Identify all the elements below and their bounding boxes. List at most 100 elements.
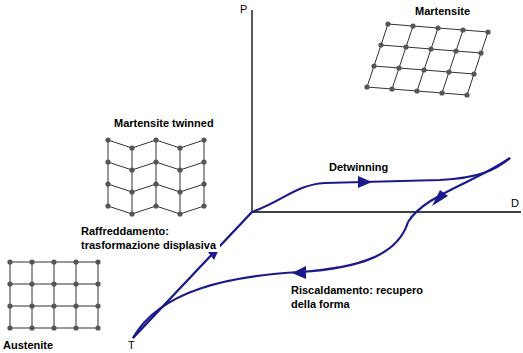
austenite-bond — [32, 284, 54, 285]
martensite-bond — [424, 49, 431, 70]
austenite-atom — [51, 325, 56, 330]
martensite-atom — [460, 27, 465, 32]
austenite-atom — [29, 325, 34, 330]
process-label: Detwinning — [328, 160, 389, 174]
austenite-bond — [32, 284, 33, 306]
martensite-bond — [442, 93, 467, 95]
martensite-atom — [453, 48, 458, 53]
martensite-bond — [381, 45, 406, 47]
twinned-bond — [180, 192, 181, 214]
twinned-bond — [132, 170, 133, 192]
twinned-bond — [180, 206, 204, 214]
process-label: Riscaldamento: recupero della forma — [290, 283, 432, 311]
austenite-bond — [10, 284, 11, 306]
martensite-atom — [464, 92, 469, 97]
austenite-bond — [98, 262, 99, 284]
austenite-atom — [29, 259, 34, 264]
martensite-atom — [378, 42, 383, 47]
martensite-bond — [431, 28, 438, 49]
martensite-atom — [410, 23, 415, 28]
detwinning-path — [252, 158, 510, 212]
austenite-atom — [29, 281, 34, 286]
martensite-bond — [392, 68, 399, 89]
austenite-bond — [76, 306, 98, 307]
martensite-bond — [381, 24, 388, 45]
twinned-bond — [108, 206, 132, 214]
twinned-bond — [156, 162, 157, 184]
austenite-bond — [76, 284, 77, 306]
twinned-bond — [132, 148, 133, 170]
twinned-bond — [180, 162, 204, 170]
martensite-atom — [389, 86, 394, 91]
twinned-bond — [108, 162, 109, 184]
austenite-bond — [32, 262, 54, 263]
austenite-bond — [10, 328, 32, 329]
martensite-bond — [374, 66, 399, 68]
austenite-bond — [76, 306, 77, 328]
austenite-atom — [73, 259, 78, 264]
phase-label: Martensite — [414, 4, 471, 18]
martensite-atom — [385, 21, 390, 26]
axis-label: P — [239, 2, 248, 16]
twinned-bond — [180, 184, 204, 192]
martensite-atom — [439, 90, 444, 95]
austenite-bond — [10, 306, 32, 307]
twinned-bond — [132, 162, 156, 170]
martensite-bond — [424, 70, 449, 72]
martensite-bond — [374, 45, 381, 66]
austenite-bond — [76, 262, 98, 263]
martensite-atom — [414, 88, 419, 93]
twinned-atom — [201, 181, 206, 186]
austenite-atom — [95, 303, 100, 308]
martensite-bond — [392, 89, 417, 91]
twinned-atom — [177, 167, 182, 172]
martensite-bond — [399, 47, 406, 68]
twinned-bond — [204, 162, 205, 184]
martensite-bond — [431, 49, 456, 51]
twinned-atom — [129, 145, 134, 150]
twinned-atom — [105, 181, 110, 186]
d-axis — [252, 211, 521, 212]
martensite-bond — [399, 68, 424, 70]
austenite-atom — [51, 281, 56, 286]
austenite-bond — [10, 306, 11, 328]
austenite-bond — [98, 284, 99, 306]
twinned-bond — [132, 184, 156, 192]
martensite-bond — [449, 51, 456, 72]
twinned-bond — [156, 140, 157, 162]
austenite-atom — [7, 259, 12, 264]
austenite-bond — [32, 262, 33, 284]
martensite-bond — [456, 30, 463, 51]
austenite-atom — [95, 325, 100, 330]
austenite-bond — [10, 284, 32, 285]
austenite-bond — [10, 262, 11, 284]
twinned-atom — [105, 203, 110, 208]
austenite-atom — [51, 259, 56, 264]
twinned-atom — [201, 203, 206, 208]
austenite-bond — [54, 328, 76, 329]
austenite-bond — [32, 306, 33, 328]
martensite-bond — [467, 74, 474, 95]
austenite-bond — [54, 306, 76, 307]
twinned-bond — [108, 184, 109, 206]
martensite-bond — [367, 66, 374, 87]
martensite-bond — [474, 53, 481, 74]
martensite-atom — [485, 29, 490, 34]
austenite-bond — [54, 262, 55, 284]
martensite-atom — [396, 65, 401, 70]
austenite-bond — [10, 262, 32, 263]
austenite-atom — [51, 303, 56, 308]
twinned-bond — [108, 184, 132, 192]
austenite-atom — [73, 325, 78, 330]
twinned-bond — [156, 206, 180, 214]
martensite-bond — [438, 28, 463, 30]
martensite-atom — [446, 69, 451, 74]
austenite-atom — [7, 325, 12, 330]
austenite-bond — [54, 284, 76, 285]
twinned-atom — [153, 181, 158, 186]
process-label: Raffreddamento: trasformazione displasiv… — [80, 224, 220, 252]
austenite-atom — [7, 303, 12, 308]
austenite-atom — [29, 303, 34, 308]
martensite-bond — [406, 26, 413, 47]
